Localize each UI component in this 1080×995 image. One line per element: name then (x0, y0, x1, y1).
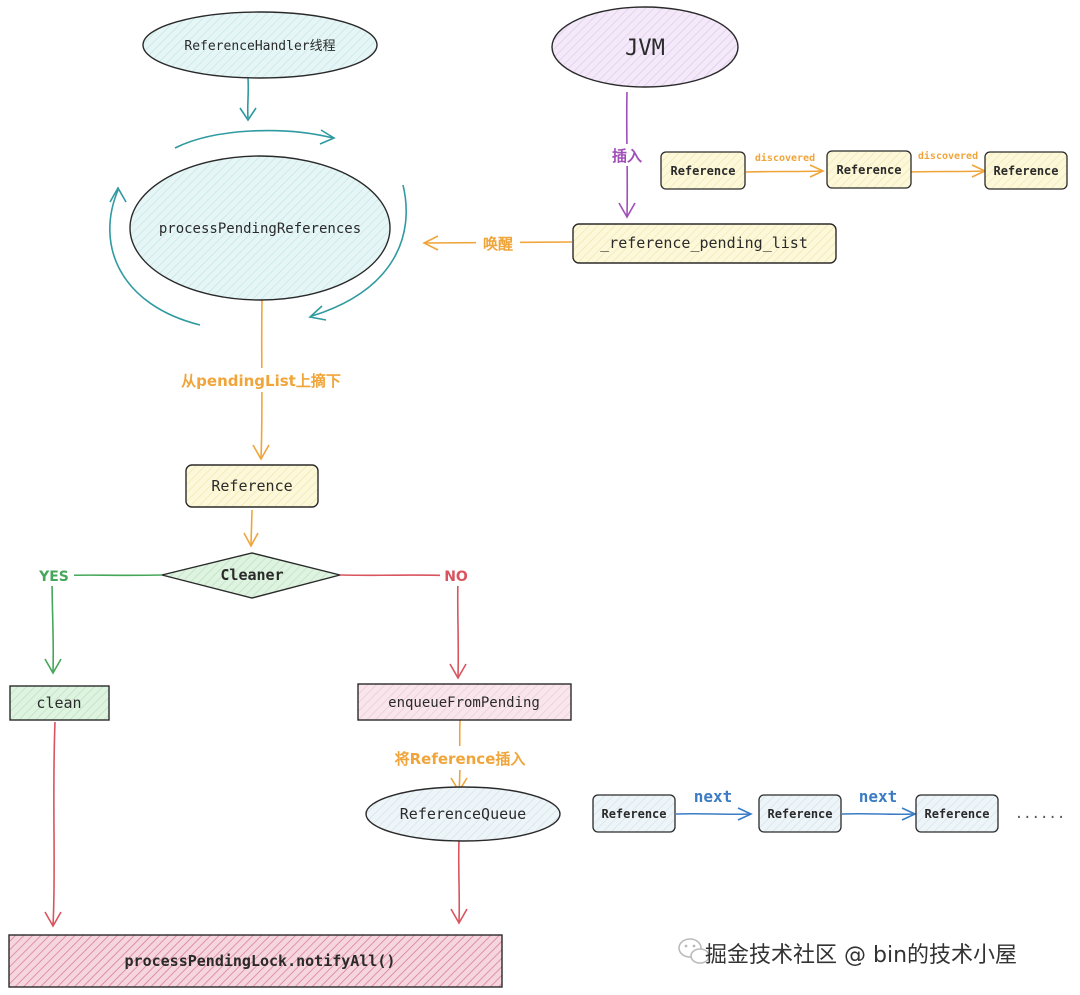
edge-yes: YES (34, 566, 163, 675)
edge-label-no: NO (444, 569, 468, 585)
node-jvm: JVM (551, 6, 739, 88)
node-process-pending-label: processPendingReferences (159, 221, 361, 237)
edge-label-discovered-2: discovered (918, 150, 978, 162)
node-reference: Reference (185, 464, 319, 508)
node-queue-reference-1-label: Reference (601, 807, 666, 821)
node-enqueue: enqueueFromPending (357, 683, 572, 721)
edge-no: NO (339, 566, 474, 680)
node-queue-reference-3-label: Reference (924, 807, 989, 821)
edge-insert-reference: 将Reference插入 (384, 719, 536, 793)
edge-label-next-1: next (694, 787, 733, 806)
edge-wake: 唤醒 (422, 232, 573, 254)
node-queue-reference-2: Reference (758, 794, 842, 833)
edge-discovered-1: discovered (745, 152, 825, 178)
edge-label-wake: 唤醒 (483, 235, 513, 253)
queue-ellipsis: ...... (1015, 806, 1066, 822)
node-queue-reference-1: Reference (592, 794, 676, 833)
edge-label-insert-reference: 将Reference插入 (395, 750, 526, 768)
node-jvm-reference-3-label: Reference (993, 164, 1058, 178)
edge-label-yes: YES (38, 569, 69, 585)
edge-handler-to-process (239, 77, 257, 122)
edge-label-insert: 插入 (612, 147, 642, 165)
node-queue-reference-2-label: Reference (767, 807, 832, 821)
node-jvm-reference-1-label: Reference (670, 164, 735, 178)
node-notify-all: processPendingLock.notifyAll() (8, 934, 503, 988)
node-reference-handler-label: ReferenceHandler线程 (184, 39, 335, 54)
edge-next-2: next (841, 787, 917, 821)
node-clean-label: clean (36, 694, 81, 712)
node-jvm-reference-2-label: Reference (836, 163, 901, 177)
node-reference-label: Reference (211, 477, 292, 495)
node-process-pending: processPendingReferences (129, 155, 391, 301)
node-notify-all-label: processPendingLock.notifyAll() (125, 952, 396, 970)
edge-queue-to-notify (450, 839, 468, 925)
edge-reference-to-cleaner (243, 509, 259, 548)
node-pending-list-label: _reference_pending_list (600, 234, 808, 252)
node-jvm-reference-3: Reference (984, 151, 1068, 190)
node-cleaner: Cleaner (161, 552, 341, 599)
edge-next-1: next (675, 787, 753, 821)
edge-label-next-2: next (859, 787, 898, 806)
node-pending-list: _reference_pending_list (572, 223, 837, 264)
edge-take-from-pending: 从pendingList上摘下 (165, 299, 357, 461)
watermark-text: 掘金技术社区 @ bin的技术小屋 (705, 943, 1017, 968)
node-queue-reference-3: Reference (915, 794, 999, 833)
node-reference-handler: ReferenceHandler线程 (142, 11, 378, 79)
edge-label-discovered-1: discovered (755, 152, 815, 164)
edge-clean-to-notify (44, 721, 62, 928)
cycle-arrows (109, 129, 407, 326)
node-clean: clean (9, 685, 110, 721)
node-jvm-reference-1: Reference (660, 151, 746, 190)
edge-discovered-2: discovered (909, 150, 987, 178)
node-reference-queue: ReferenceQueue (365, 786, 561, 842)
node-reference-queue-label: ReferenceQueue (400, 805, 526, 823)
node-cleaner-label: Cleaner (220, 566, 283, 584)
node-enqueue-label: enqueueFromPending (388, 695, 540, 711)
node-jvm-label: JVM (625, 36, 665, 61)
edge-label-take-from-pending: 从pendingList上摘下 (181, 372, 341, 390)
wechat-icon (678, 938, 710, 964)
edge-jvm-insert: 插入 (604, 91, 650, 219)
node-jvm-reference-2: Reference (826, 150, 912, 189)
watermark: 掘金技术社区 @ bin的技术小屋 (678, 938, 1017, 968)
